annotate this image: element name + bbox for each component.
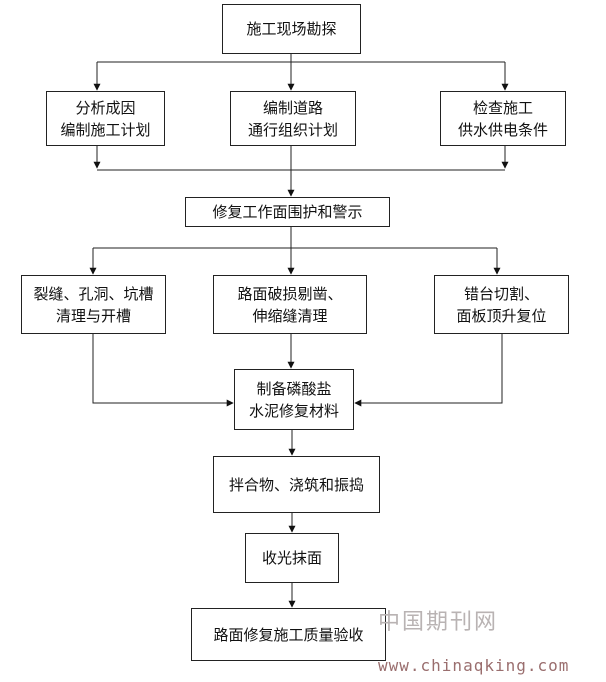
node-line: 编制道路	[262, 98, 323, 117]
node-line: 供水供电条件	[457, 120, 548, 139]
watermark-site-name: 中国期刊网	[378, 610, 499, 635]
node-surface-chiseling: 路面破损剔凿、 伸缩缝清理	[213, 275, 367, 334]
node-line: 面板顶升复位	[456, 306, 547, 325]
node-quality-acceptance: 路面修复施工质量验收	[191, 608, 386, 661]
node-traffic-plan: 编制道路 通行组织计划	[230, 91, 356, 146]
node-line: 错台切割、	[463, 284, 539, 303]
node-line: 分析成因	[75, 98, 136, 117]
node-troweling: 收光抹面	[245, 533, 339, 583]
node-line: 路面破损剔凿、	[237, 284, 343, 303]
arrow-fault-to-material	[354, 334, 503, 407]
node-line: 裂缝、孔洞、坑槽	[33, 284, 154, 303]
arrow-crack-to-material	[92, 334, 234, 407]
node-line: 路面修复施工质量验收	[213, 625, 364, 644]
node-crack-cleaning: 裂缝、孔洞、坑槽 清理与开槽	[21, 275, 166, 334]
node-fault-lifting: 错台切割、 面板顶升复位	[434, 275, 569, 334]
node-site-survey: 施工现场勘探	[222, 4, 361, 54]
node-prepare-material: 制备磷酸盐 水泥修复材料	[234, 369, 354, 430]
node-line: 检查施工	[472, 98, 533, 117]
node-line: 修复工作面围护和警示	[212, 203, 363, 221]
node-utility-check: 检查施工 供水供电条件	[440, 91, 566, 146]
node-line: 收光抹面	[261, 549, 322, 567]
node-line: 施工现场勘探	[246, 20, 337, 38]
node-line: 拌合物、浇筑和振捣	[228, 475, 364, 494]
node-line: 伸缩缝清理	[252, 306, 328, 325]
node-line: 制备磷酸盐	[256, 379, 332, 398]
node-line: 编制施工计划	[60, 120, 151, 139]
node-mix-pour-vibrate: 拌合物、浇筑和振捣	[213, 456, 380, 513]
node-line: 水泥修复材料	[248, 401, 339, 420]
node-line: 清理与开槽	[55, 306, 131, 325]
watermark-url: www.chinaqking.com	[378, 656, 570, 675]
node-analyze-plan: 分析成因 编制施工计划	[46, 91, 165, 146]
node-line: 通行组织计划	[247, 120, 338, 139]
node-work-area-barrier: 修复工作面围护和警示	[185, 197, 390, 227]
